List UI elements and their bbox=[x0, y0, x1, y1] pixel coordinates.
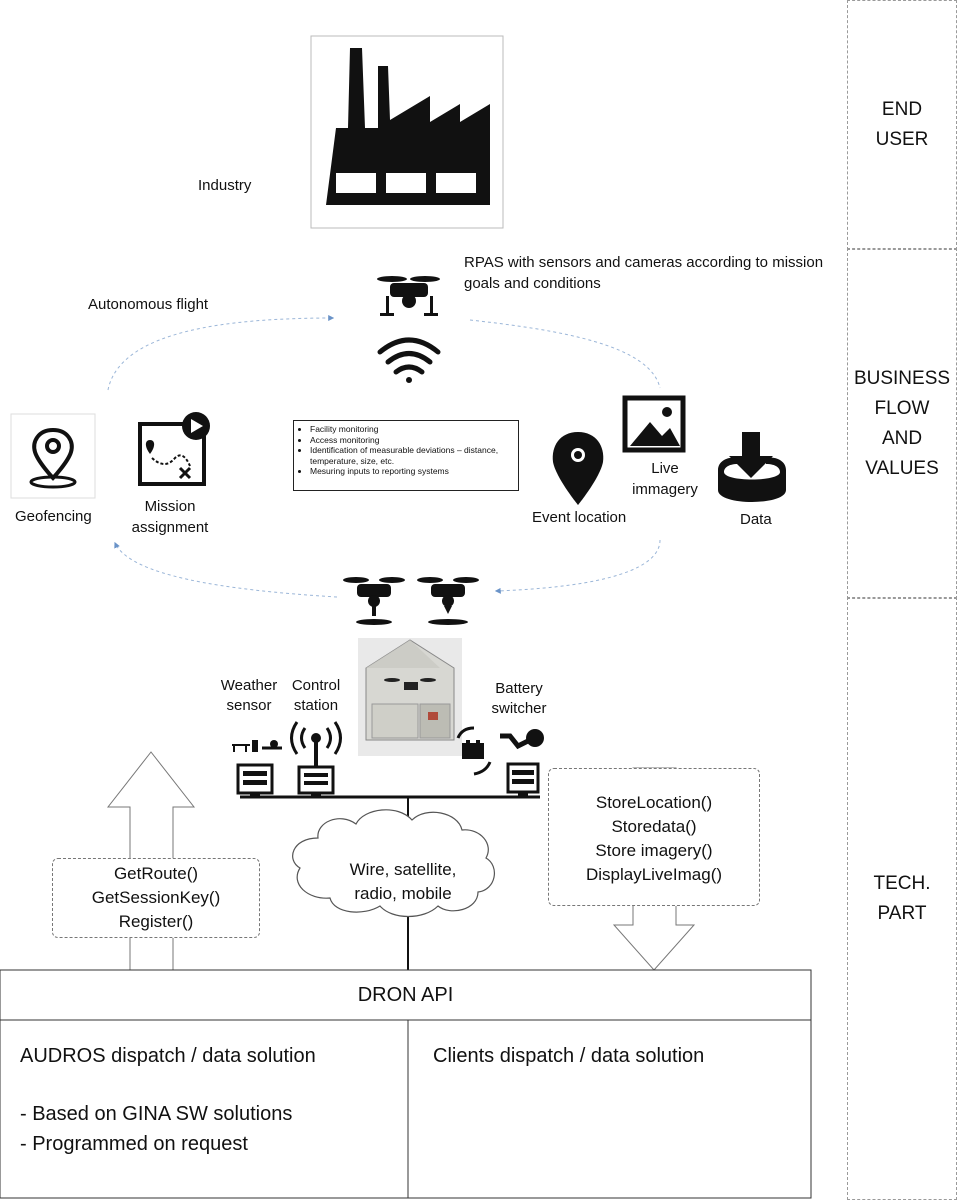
business-panel: BUSINESS FLOW AND VALUES bbox=[847, 248, 957, 599]
cycle-top-arc bbox=[107, 315, 335, 391]
audros-line-1: - Based on GINA SW solutions bbox=[20, 1103, 293, 1125]
bullet-item: Facility monitoring bbox=[310, 424, 514, 435]
cloud-label: Wire, satellite, radio, mobile bbox=[349, 860, 457, 903]
live-imagery-label: Live immagery bbox=[632, 460, 698, 498]
bullet-item: Access monitoring bbox=[310, 435, 514, 446]
autonomous-flight-label: Autonomous flight bbox=[88, 296, 209, 313]
data-label: Data bbox=[740, 511, 772, 528]
drone-icon-right bbox=[414, 570, 484, 628]
control-station-label: Control station bbox=[291, 677, 341, 714]
end-user-label: END USER bbox=[875, 99, 929, 150]
audros-line-2: - Programmed on request bbox=[20, 1133, 248, 1155]
drone-icon-left bbox=[340, 570, 410, 628]
geofencing-label: Geofencing bbox=[15, 508, 92, 525]
mission-goals-list: Facility monitoring Access monitoring Id… bbox=[293, 420, 519, 491]
location-pin-icon bbox=[552, 432, 604, 505]
audros-title: AUDROS dispatch / data solution bbox=[20, 1045, 316, 1067]
geofencing-icon bbox=[10, 413, 96, 499]
event-location-label: Event location bbox=[532, 509, 627, 526]
mission-assignment-label: Mission assignment bbox=[131, 498, 209, 536]
tech-panel: TECH. PART bbox=[847, 597, 957, 1200]
drone-station-image bbox=[358, 638, 462, 756]
antenna-icon bbox=[290, 721, 342, 798]
api-call-getsessionkey: GetSessionKey() bbox=[91, 888, 221, 907]
cycle-bottom-right-arc bbox=[494, 539, 661, 594]
api-call-displayliveimag: DisplayLiveImag() bbox=[585, 865, 723, 884]
wifi-icon bbox=[377, 337, 441, 383]
battery-switcher-label: Battery switcher bbox=[491, 680, 547, 717]
storage-api-box: StoreLocation() Storedata() Store imager… bbox=[548, 768, 760, 906]
cloud-shape bbox=[292, 809, 495, 917]
rpas-label: RPAS with sensors and cameras according … bbox=[464, 254, 824, 292]
dron-api-label: DRON API bbox=[357, 984, 454, 1006]
api-call-getroute: GetRoute() bbox=[113, 864, 199, 883]
bullet-item: Identification of measurable deviations … bbox=[310, 445, 514, 466]
bullet-item: Mesuring inputs to reporting systems bbox=[310, 466, 514, 477]
tech-label: TECH. PART bbox=[873, 872, 931, 924]
image-icon bbox=[619, 392, 689, 456]
api-call-storelocation: StoreLocation() bbox=[595, 793, 713, 812]
clients-box bbox=[407, 1019, 812, 1199]
clients-title: Clients dispatch / data solution bbox=[433, 1045, 705, 1067]
cycle-right-arc bbox=[469, 319, 661, 389]
request-api-box: GetRoute() GetSessionKey() Register() bbox=[52, 858, 260, 938]
mission-map-icon bbox=[134, 408, 216, 492]
factory-icon bbox=[310, 35, 504, 229]
battery-switch-icon bbox=[456, 726, 544, 797]
audros-box bbox=[0, 1019, 409, 1199]
download-icon bbox=[710, 426, 792, 508]
dron-api-box bbox=[0, 969, 812, 1021]
industry-label: Industry bbox=[198, 177, 252, 194]
api-call-storeimagery: Store imagery() bbox=[595, 841, 713, 860]
drone-icon bbox=[371, 268, 445, 322]
api-call-register: Register() bbox=[118, 912, 194, 931]
business-label: BUSINESS FLOW AND VALUES bbox=[853, 367, 951, 479]
end-user-panel: END USER bbox=[847, 0, 957, 250]
diagram-canvas bbox=[0, 35, 812, 1199]
weather-sensor-icon bbox=[232, 740, 282, 798]
api-call-storedata: Storedata() bbox=[611, 817, 697, 836]
cycle-bottom-left-arc bbox=[114, 541, 338, 598]
weather-sensor-label: Weather sensor bbox=[220, 677, 278, 714]
